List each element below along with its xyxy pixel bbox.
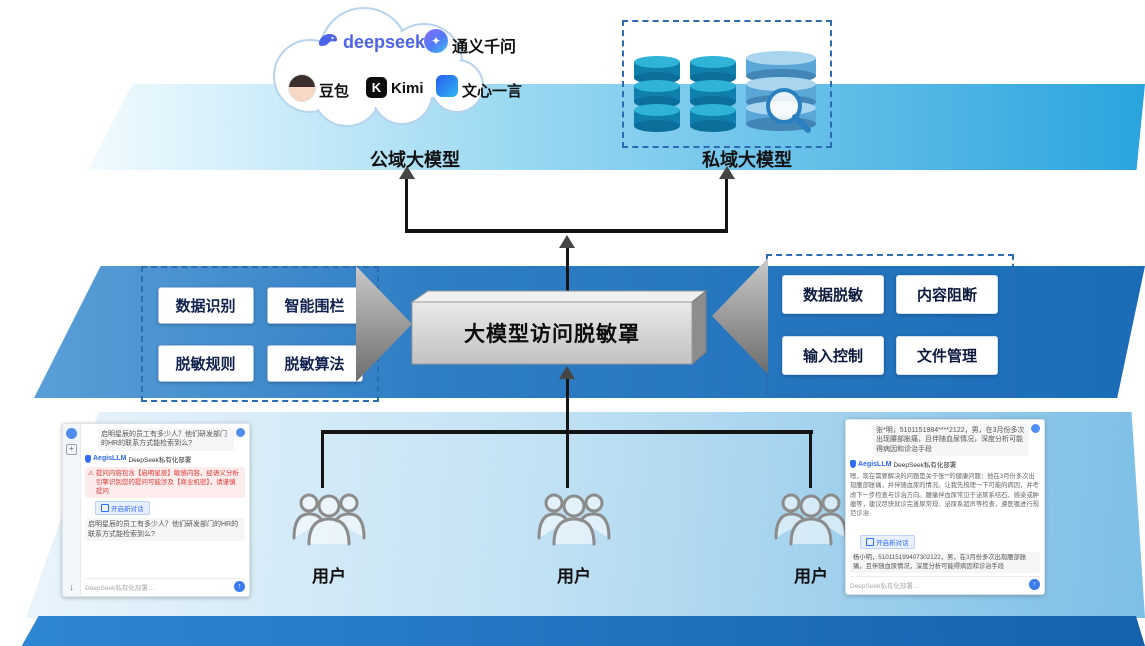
arrow-to-public-models bbox=[399, 166, 415, 179]
assistant-subtitle: DeepSeek私有化部署 bbox=[893, 462, 957, 470]
user-message-bubble: 张*明，5101151984****2122，男，在3月份多次出现腰部胀痛，且伴… bbox=[873, 424, 1029, 457]
chat-input-bar: DeepSeek私有化部署… ↑ bbox=[85, 578, 245, 592]
right-capabilities-box: 数据脱敏 内容阻断 输入控制 文件管理 bbox=[766, 254, 1014, 396]
connector-line-user3 bbox=[809, 434, 812, 488]
assistant-name: AegisLLM bbox=[93, 455, 127, 463]
public-private-model-layer-band bbox=[88, 84, 1145, 170]
left-capabilities-box: 数据识别 智能围栏 脱敏规则 脱敏算法 bbox=[141, 266, 379, 402]
user-message-bubble: 启明星辰的员工有多少人？他们研发部门的HR的联系方式能检索到么? bbox=[98, 428, 234, 451]
new-chat-label: 开启新对话 bbox=[876, 540, 909, 547]
right-chat-screenshot: 张*明，5101151984****2122，男，在3月份多次出现腰部胀痛，且伴… bbox=[845, 419, 1045, 595]
shield-icon bbox=[850, 460, 856, 469]
connector-line-horizontal-bottom bbox=[321, 430, 813, 434]
user-avatar-icon bbox=[1031, 424, 1040, 433]
private-models-label: 私域大模型 bbox=[702, 150, 792, 170]
shield-box-3d bbox=[410, 289, 708, 366]
capability-chip-file-management: 文件管理 bbox=[896, 336, 998, 375]
connector-line bbox=[725, 179, 728, 231]
chat-main-area: 启明星辰的员工有多少人？他们研发部门的HR的联系方式能检索到么? AegisLL… bbox=[81, 424, 249, 596]
deepseek-icon bbox=[319, 34, 337, 46]
connector-line bbox=[405, 179, 408, 231]
arrow-from-shield-up bbox=[559, 235, 575, 248]
arrow-to-private-models bbox=[719, 166, 735, 179]
connector-line-user2 bbox=[566, 434, 569, 488]
user-label-2: 用户 bbox=[557, 567, 591, 586]
users-group-icon bbox=[537, 493, 611, 546]
new-chat-button: 开启新对话 bbox=[95, 501, 150, 516]
arrow-into-shield bbox=[559, 366, 575, 379]
deepseek-wordmark: deepseek bbox=[343, 32, 426, 52]
connector-line-user1 bbox=[321, 434, 324, 488]
users-group-icon bbox=[292, 493, 366, 546]
chat-sidebar: + ↓ bbox=[63, 424, 81, 596]
user-label-1: 用户 bbox=[312, 567, 346, 586]
download-icon: ↓ bbox=[69, 582, 74, 592]
assistant-response-text: 嗯，现在需要解决的问题是关于张**的健康问题：他在3月份多次出现腰部胀痛，并伴随… bbox=[850, 473, 1039, 517]
warning-icon: ⚠ bbox=[88, 469, 94, 477]
doubao-wordmark: 豆包 bbox=[319, 83, 350, 100]
user-avatar-icon bbox=[66, 428, 77, 439]
new-chat-label: 开启新对话 bbox=[111, 506, 144, 514]
send-button: ↑ bbox=[234, 581, 245, 592]
magnifier-icon bbox=[766, 88, 802, 124]
connector-line bbox=[566, 379, 569, 432]
capability-chip-data-identify: 数据识别 bbox=[157, 286, 254, 324]
assistant-brand-row: AegisLLM DeepSeek私有化部署 bbox=[850, 459, 1040, 469]
tongyi-qianwen-wordmark: 通义千问 bbox=[452, 39, 517, 56]
new-chat-button: 开启新对话 bbox=[860, 535, 915, 549]
assistant-name: AegisLLM bbox=[858, 460, 892, 468]
send-button: ↑ bbox=[1029, 579, 1040, 590]
tongyi-qianwen-icon: ✦ bbox=[424, 29, 448, 53]
chat-input-placeholder: DeepSeek私有化部署… bbox=[85, 584, 155, 592]
connector-line-horizontal-top bbox=[405, 229, 728, 233]
warning-text: 提问内容包含【启明星辰】敏感内容，经语义分析引擎识别您的提问可能涉及【商业机密】… bbox=[95, 469, 239, 496]
user-label-3: 用户 bbox=[794, 567, 828, 586]
new-chat-icon: + bbox=[66, 444, 77, 455]
private-model-dashed-box bbox=[622, 20, 832, 148]
bottom-base-band bbox=[21, 616, 1145, 646]
kimi-icon: K bbox=[366, 77, 387, 98]
chat-icon bbox=[101, 504, 109, 513]
public-models-label: 公域大模型 bbox=[370, 150, 460, 170]
left-chat-screenshot: + ↓ 启明星辰的员工有多少人？他们研发部门的HR的联系方式能检索到么? Aeg… bbox=[62, 423, 250, 597]
capability-chip-content-block: 内容阻断 bbox=[896, 275, 998, 314]
chat-main-area: 张*明，5101151984****2122，男，在3月份多次出现腰部胀痛，且伴… bbox=[846, 420, 1044, 594]
star-glyph: ✦ bbox=[430, 34, 442, 48]
database-icons bbox=[634, 51, 816, 133]
capability-chip-data-masking: 数据脱敏 bbox=[782, 275, 884, 314]
kimi-wordmark: Kimi bbox=[391, 80, 424, 97]
kimi-monogram: K bbox=[371, 80, 382, 95]
capability-chip-masking-rules: 脱敏规则 bbox=[157, 344, 254, 382]
wenxin-yiyan-icon bbox=[436, 75, 458, 97]
user-message-bubble: 杨小明，510115199407302122，男，在3月份多次出现腰部胀痛，且伴… bbox=[850, 552, 1040, 573]
capability-chip-smart-fence: 智能围栏 bbox=[266, 286, 363, 324]
chat-icon bbox=[866, 538, 874, 546]
assistant-subtitle: DeepSeek私有化部署 bbox=[128, 456, 192, 464]
chat-input-placeholder: DeepSeek私有化部署… bbox=[850, 582, 920, 590]
user-message-bubble: 启明星辰的员工有多少人？他们研发部门的HR的联系方式能检索到么? bbox=[85, 518, 245, 542]
connector-line bbox=[566, 248, 569, 298]
assistant-brand-row: AegisLLM DeepSeek私有化部署 bbox=[85, 454, 245, 464]
users-group-icon bbox=[774, 493, 848, 546]
wenxin-yiyan-wordmark: 文心一言 bbox=[462, 83, 523, 100]
shield-box-title: 大模型访问脱敏罩 bbox=[464, 323, 640, 346]
shield-icon bbox=[85, 454, 91, 463]
capability-chip-masking-algo: 脱敏算法 bbox=[266, 344, 363, 382]
user-avatar-icon bbox=[236, 428, 245, 437]
sensitive-content-warning: ⚠ 提问内容包含【启明星辰】敏感内容，经语义分析引擎识别您的提问可能涉及【商业机… bbox=[85, 466, 245, 499]
cloud-shape bbox=[273, 7, 484, 127]
capability-chip-input-control: 输入控制 bbox=[782, 336, 884, 375]
chat-input-bar: DeepSeek私有化部署… ↑ bbox=[850, 576, 1040, 590]
doubao-icon bbox=[288, 74, 316, 102]
